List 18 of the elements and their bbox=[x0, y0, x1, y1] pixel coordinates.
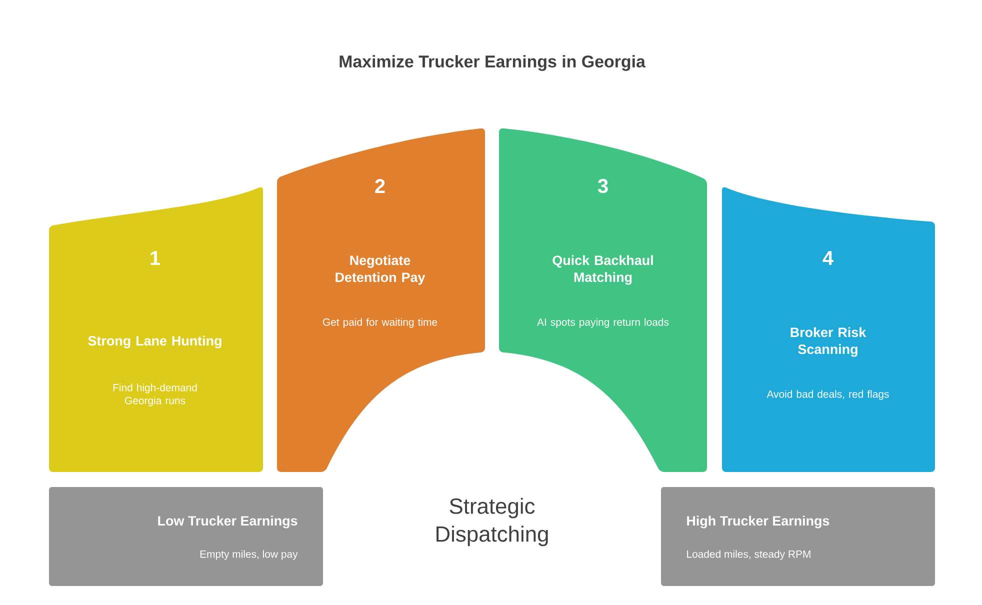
step-description: AI spots paying return loads bbox=[537, 318, 669, 328]
step-description: Get paid for waiting time bbox=[322, 318, 438, 328]
step-heading: Strong Lane Hunting bbox=[88, 336, 222, 348]
step-heading: Quick Backhaul Matching bbox=[552, 255, 653, 285]
step-description: Avoid bad deals, red flags bbox=[766, 390, 889, 400]
step-heading: Broker Risk Scanning bbox=[790, 327, 866, 357]
title: Maximize Trucker Earnings in Georgia bbox=[340, 55, 646, 71]
outcome-heading: High Trucker Earnings bbox=[687, 516, 830, 528]
outcome-heading: Low Trucker Earnings bbox=[158, 516, 298, 528]
step-number: 1 bbox=[150, 251, 160, 265]
step-number: 2 bbox=[375, 179, 385, 193]
step-number: 3 bbox=[598, 178, 608, 194]
outcome-description: Loaded miles, steady RPM bbox=[687, 550, 810, 560]
step-description: Find high-demand Georgia runs bbox=[113, 384, 197, 406]
step-number: 4 bbox=[822, 251, 834, 265]
center-label: Strategic Dispatching bbox=[436, 498, 548, 546]
outcome-description: Empty miles, low pay bbox=[200, 550, 298, 560]
step-heading: Negotiate Detention Pay bbox=[336, 255, 426, 285]
